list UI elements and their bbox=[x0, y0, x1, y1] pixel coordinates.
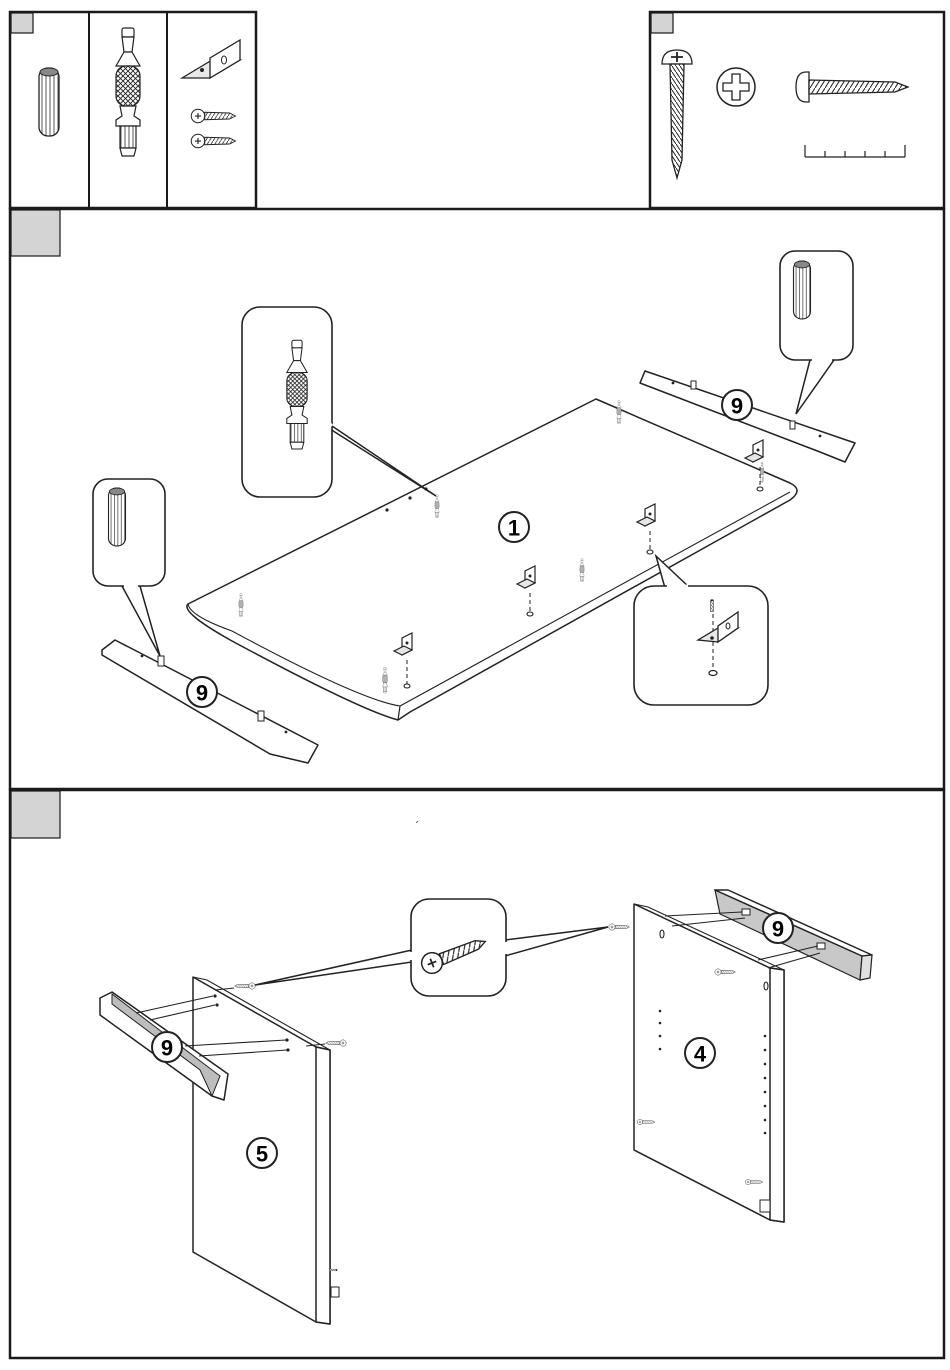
step-2-panel: ˊ 5 9 bbox=[10, 790, 944, 1358]
step-1-tab bbox=[11, 210, 60, 256]
panel-5-number: 5 bbox=[256, 1142, 268, 1167]
stray-mark: ˊ bbox=[415, 819, 419, 833]
rail-9-right-number: 9 bbox=[731, 394, 743, 419]
hardware-panel bbox=[10, 12, 256, 208]
tool-panel bbox=[650, 12, 944, 208]
tool-step-tab bbox=[651, 13, 673, 33]
panel-1-label: 1 bbox=[499, 512, 529, 542]
step-1-panel: 1 9 9 bbox=[10, 209, 944, 789]
step-2-tab bbox=[11, 791, 60, 838]
wooden-dowel-icon bbox=[39, 68, 59, 136]
rail-9-right-step2-number: 9 bbox=[772, 917, 784, 942]
hardware-step-tab bbox=[11, 13, 33, 33]
panel-4-number: 4 bbox=[694, 1042, 707, 1067]
panel-1-number: 1 bbox=[508, 516, 520, 541]
phillips-screwdriver-icon bbox=[717, 68, 755, 106]
rail-9-left-step2-number: 9 bbox=[161, 1036, 173, 1061]
rail-9-left-number: 9 bbox=[196, 681, 208, 706]
